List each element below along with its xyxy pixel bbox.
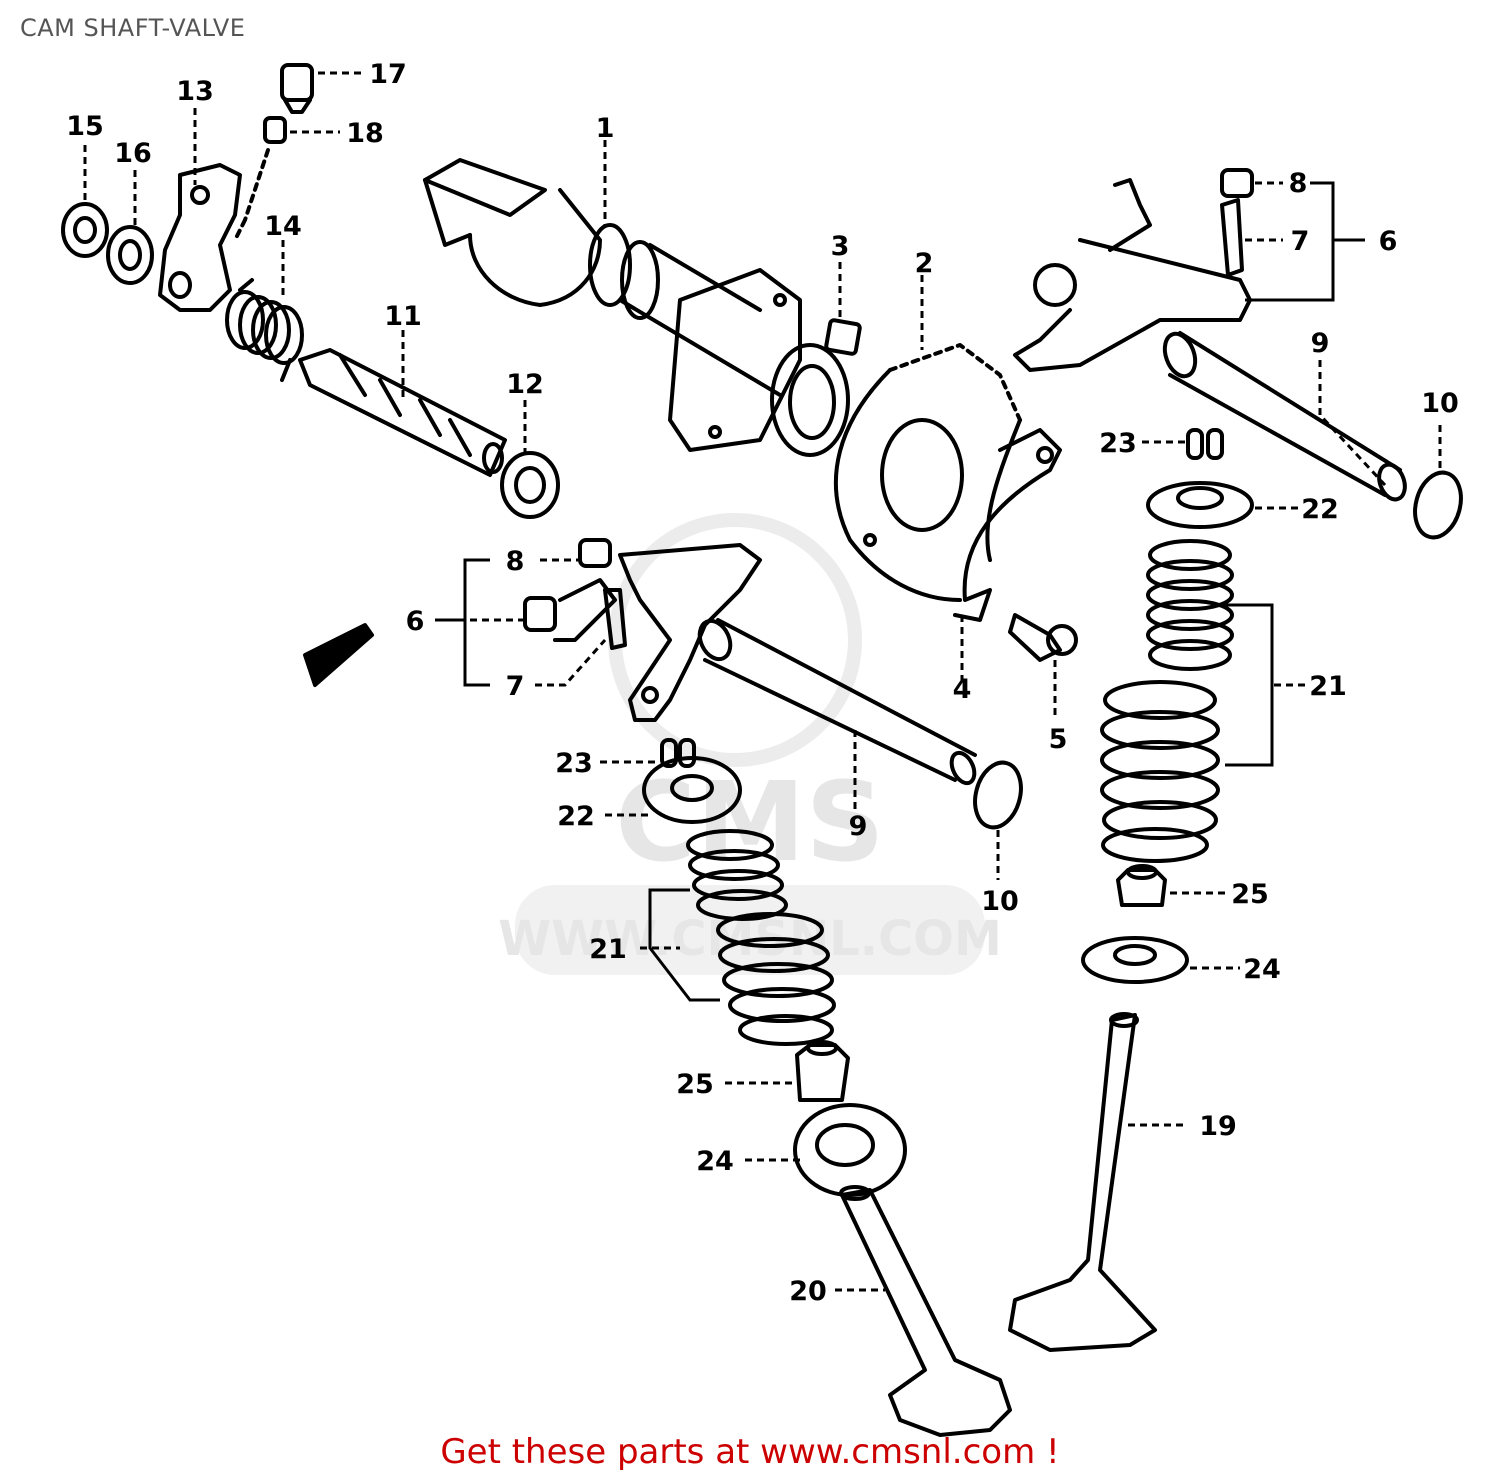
callout-22-left: 22 [557, 801, 595, 832]
callout-17: 17 [369, 59, 407, 90]
key [824, 318, 862, 356]
callout-22-right: 22 [1301, 494, 1339, 525]
valve-left [839, 1185, 1012, 1437]
valve-stem-seal-right [1116, 864, 1167, 907]
washer [106, 225, 154, 285]
callout-16: 16 [114, 138, 152, 169]
spring-seat-left [793, 1103, 907, 1197]
nut [61, 202, 109, 258]
pin [233, 116, 287, 242]
cam-gear [833, 343, 1022, 602]
valve-springs-right [1100, 539, 1234, 863]
callout-18: 18 [346, 118, 384, 149]
callout-19: 19 [1199, 1111, 1237, 1142]
bracket-21-left [648, 888, 720, 1002]
footer-promo-link[interactable]: Get these parts at www.cmsnl.com ! [440, 1432, 1060, 1472]
valve-stem-seal-left [795, 1040, 850, 1102]
rocker-arm-right [1013, 168, 1254, 372]
callout-6-left: 6 [406, 606, 425, 637]
callout-23-right: 23 [1099, 428, 1137, 459]
callout-10-right: 10 [1421, 388, 1459, 419]
o-ring-right [1413, 470, 1463, 540]
callout-8-right: 8 [1289, 168, 1308, 199]
rocker-shaft-left [697, 618, 977, 786]
camshaft [423, 158, 850, 457]
callout-7-left: 7 [506, 671, 525, 702]
callout-2: 2 [915, 248, 934, 279]
callout-25-right: 25 [1231, 879, 1269, 910]
rocker-arm-left [523, 538, 762, 722]
callout-25-left: 25 [676, 1069, 714, 1100]
decomp-shaft [298, 348, 507, 477]
callout-14: 14 [264, 211, 302, 242]
bolt [1008, 613, 1078, 662]
callout-21-left: 21 [589, 934, 627, 965]
gear-bracket [953, 428, 1062, 622]
spring-retainer-left [642, 756, 742, 824]
callout-12: 12 [506, 369, 544, 400]
callout-15: 15 [66, 111, 104, 142]
o-ring-left [973, 760, 1023, 830]
callout-1: 1 [596, 113, 615, 144]
callout-24-right: 24 [1243, 954, 1281, 985]
watermark-logo: CMS [615, 758, 884, 886]
cap-bolt [280, 63, 314, 114]
front-arrow-icon [303, 623, 374, 687]
page-title: CAM SHAFT-VALVE [20, 14, 246, 42]
callout-5: 5 [1049, 724, 1068, 755]
callout-6-right: 6 [1379, 226, 1398, 257]
spring-retainer-right [1146, 481, 1254, 529]
rocker-shaft-right [1162, 331, 1407, 502]
callout-23-left: 23 [555, 748, 593, 779]
bracket-6-right [1245, 181, 1365, 302]
callout-24-left: 24 [696, 1146, 734, 1177]
callout-7-right: 7 [1291, 226, 1310, 257]
callout-11: 11 [384, 301, 422, 332]
spring-seat-right [1081, 936, 1189, 984]
torsion-spring [225, 278, 304, 382]
bearing [500, 451, 560, 519]
callout-9-left: 9 [849, 811, 868, 842]
valve-right [1008, 1012, 1157, 1352]
callout-13: 13 [176, 76, 214, 107]
callout-10-left: 10 [981, 886, 1019, 917]
valve-cotter-left [660, 738, 696, 768]
bracket-6-left [435, 558, 490, 687]
callout-9-right: 9 [1311, 328, 1330, 359]
callout-4: 4 [953, 674, 972, 705]
callout-8-left: 8 [506, 546, 525, 577]
callout-3: 3 [831, 231, 850, 262]
valve-cotter-right [1186, 428, 1224, 460]
bracket-21-right [1225, 603, 1274, 767]
valve-springs-left [686, 829, 836, 1046]
callout-21-right: 21 [1309, 671, 1347, 702]
callout-20: 20 [789, 1276, 827, 1307]
decomp-plate [158, 163, 242, 312]
